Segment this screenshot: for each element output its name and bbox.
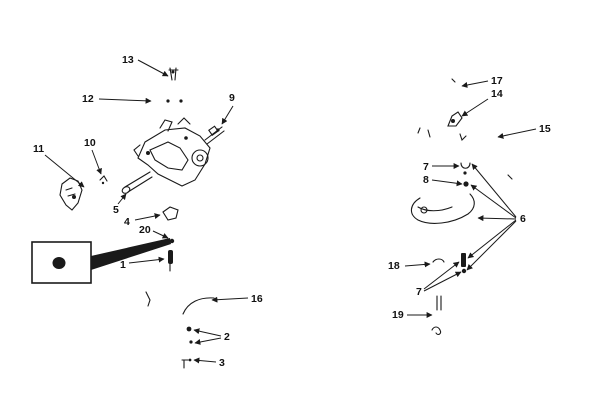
part-17-pin — [451, 78, 456, 83]
leader-15 — [497, 128, 537, 139]
leader-12 — [98, 97, 152, 104]
callout-6: 6 — [520, 213, 526, 225]
callout-11: 11 — [33, 143, 44, 155]
leader-6e — [466, 220, 517, 271]
callout-7-lower: 7 — [416, 286, 422, 298]
part-11-lever — [59, 177, 83, 211]
leader-8 — [431, 179, 463, 187]
part-9-shaft — [204, 125, 225, 145]
leader-11 — [44, 154, 85, 188]
diaphragm-body — [410, 193, 475, 224]
right-assembly: 17 14 15 7 8 — [388, 75, 551, 335]
leader-10 — [91, 149, 102, 175]
callout-17: 17 — [491, 75, 503, 87]
leader-5 — [117, 193, 127, 205]
part-15-bracket — [417, 127, 467, 142]
part-14-latch — [447, 111, 463, 127]
callout-16: 16 — [251, 293, 263, 305]
main-mechanism-body — [133, 117, 211, 187]
part-5-linkage — [121, 171, 153, 194]
part-4-bracket — [162, 206, 179, 221]
leader-4 — [134, 213, 161, 221]
part-10-clip — [99, 175, 108, 185]
leader-20 — [152, 230, 169, 239]
part-19-pin — [431, 295, 442, 335]
callout-5: 5 — [113, 204, 119, 216]
leader-9 — [221, 105, 234, 125]
callout-8: 8 — [423, 174, 429, 186]
callout-15: 15 — [539, 123, 551, 135]
leader-2a — [193, 328, 222, 337]
callout-1: 1 — [120, 259, 126, 271]
callout-12: 12 — [82, 93, 94, 105]
leader-16 — [211, 296, 249, 303]
callout-7-upper: 7 — [423, 161, 429, 173]
part-12-fastener — [166, 99, 183, 103]
leader-1 — [128, 256, 165, 264]
callout-9: 9 — [229, 92, 235, 104]
leader-18 — [404, 261, 431, 268]
leader-6b — [470, 184, 517, 219]
leader-3 — [193, 357, 217, 364]
callout-20: 20 — [139, 224, 151, 236]
leader-14 — [461, 98, 489, 117]
part-1-stud — [168, 250, 173, 272]
callout-10: 10 — [84, 137, 96, 149]
part-3-screw — [181, 358, 192, 369]
part-8-ball — [463, 181, 469, 187]
part-16-spring-clip — [182, 297, 215, 315]
detail-pointer-wedge — [91, 238, 171, 270]
callout-13: 13 — [122, 54, 134, 66]
callout-4: 4 — [124, 216, 130, 228]
leader-17 — [461, 80, 489, 88]
leader-6c — [477, 215, 517, 222]
part-20-detail-inset — [31, 238, 175, 284]
leader-7-lower-b — [423, 271, 462, 292]
leader-13 — [137, 59, 169, 77]
detail-inset-dot — [52, 257, 66, 269]
part-fragment-right — [507, 174, 513, 180]
leader-7-lower-a — [423, 261, 460, 290]
part-7-cap-upper — [460, 162, 471, 175]
callout-19: 19 — [392, 309, 404, 321]
part-13-pin — [168, 67, 179, 81]
leader-6d — [467, 219, 517, 259]
callout-2: 2 — [224, 331, 230, 343]
left-assembly: 13 12 9 — [31, 54, 263, 369]
part-2-washer — [186, 326, 193, 344]
callout-14: 14 — [491, 88, 503, 100]
part-18-clip — [432, 258, 445, 263]
leader-6a — [471, 163, 517, 218]
part-7-cap-lower — [461, 253, 467, 274]
callout-3: 3 — [219, 357, 225, 369]
part-fragment — [145, 291, 151, 307]
callout-18: 18 — [388, 260, 400, 272]
leader-2b — [194, 337, 222, 345]
